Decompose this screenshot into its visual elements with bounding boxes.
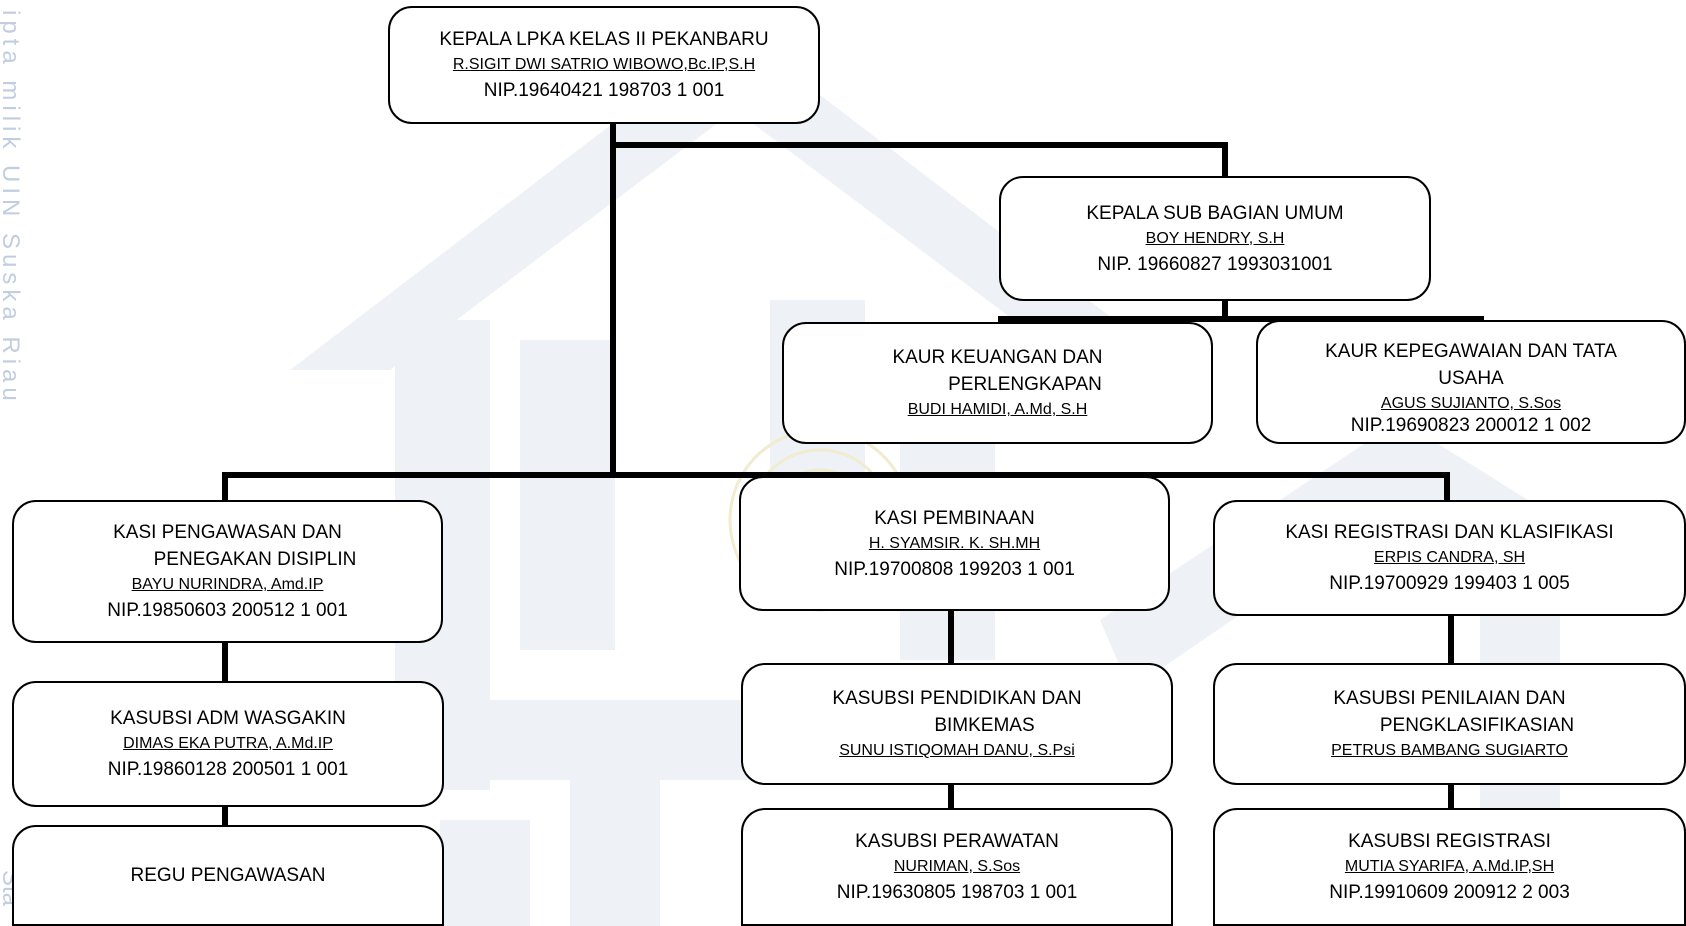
- kasi-pengawasan-box: KASI PENGAWASAN DAN PENEGAKAN DISIPLIN B…: [12, 500, 443, 643]
- kaur-kepegawaian-nip: NIP.19690823 200012 1 002: [1350, 415, 1592, 436]
- head-name: R.SIGIT DWI SATRIO WIBOWO,Bc.IP,S.H: [452, 56, 756, 73]
- kasubsi-perawatan-title: KASUBSI PERAWATAN: [855, 831, 1059, 852]
- kasubsi-registrasi-name: MUTIA SYARIFA, A.Md.IP,SH: [1344, 858, 1555, 875]
- watermark-side-text: ipta milik UIN Suska Riau: [0, 10, 24, 406]
- kasubsi-adm-box: KASUBSI ADM WASGAKIN DIMAS EKA PUTRA, A.…: [12, 681, 444, 807]
- kasubsi-penilaian-title-2: PENGKLASIFIKASIAN: [1379, 715, 1575, 736]
- kasi-pembinaan-nip: NIP.19700808 199203 1 001: [834, 558, 1075, 580]
- kasubsi-pendidikan-title-1: KASUBSI PENDIDIKAN DAN: [832, 688, 1082, 709]
- kaur-keuangan-box: KAUR KEUANGAN DAN PERLENGKAPAN BUDI HAMI…: [782, 322, 1213, 444]
- kasubsi-registrasi-nip: NIP.19910609 200912 2 003: [1329, 882, 1570, 903]
- kaur-keuangan-name: BUDI HAMIDI, A.Md, S.H: [907, 401, 1088, 418]
- head-nip: NIP.19640421 198703 1 001: [483, 80, 725, 101]
- kasubsi-registrasi-box: KASUBSI REGISTRASI MUTIA SYARIFA, A.Md.I…: [1213, 808, 1686, 926]
- kasi-pengawasan-title-2: PENEGAKAN DISIPLIN: [153, 549, 357, 570]
- kasubsi-penilaian-title-1: KASUBSI PENILAIAN DAN: [1333, 688, 1566, 709]
- kasubsi-adm-title: KASUBSI ADM WASGAKIN: [110, 708, 346, 729]
- umum-title: KEPALA SUB BAGIAN UMUM: [1086, 202, 1344, 224]
- kasi-pengawasan-name: BAYU NURINDRA, Amd.IP: [131, 576, 324, 593]
- kasubsi-registrasi-title: KASUBSI REGISTRASI: [1348, 831, 1551, 852]
- kaur-kepegawaian-box: KAUR KEPEGAWAIAN DAN TATA USAHA AGUS SUJ…: [1256, 320, 1686, 444]
- umum-box: KEPALA SUB BAGIAN UMUM BOY HENDRY, S.H N…: [999, 176, 1431, 301]
- kaur-kepegawaian-title-1: KAUR KEPEGAWAIAN DAN TATA: [1325, 341, 1617, 362]
- kasi-pembinaan-name: H. SYAMSIR. K. SH.MH: [868, 534, 1041, 552]
- kasi-pembinaan-title: KASI PEMBINAAN: [874, 507, 1035, 529]
- head-title: KEPALA LPKA KELAS II PEKANBARU: [439, 29, 769, 50]
- kasubsi-adm-nip: NIP.19860128 200501 1 001: [107, 759, 349, 780]
- kasubsi-penilaian-name: PETRUS BAMBANG SUGIARTO: [1331, 742, 1568, 759]
- umum-name: BOY HENDRY, S.H: [1145, 229, 1285, 247]
- kasubsi-perawatan-box: KASUBSI PERAWATAN NURIMAN, S.Sos NIP.196…: [741, 808, 1173, 926]
- kaur-keuangan-title-2: PERLENGKAPAN: [948, 374, 1102, 395]
- kasi-pengawasan-title-1: KASI PENGAWASAN DAN: [113, 522, 342, 543]
- kasi-registrasi-box: KASI REGISTRASI DAN KLASIFIKASI ERPIS CA…: [1213, 500, 1686, 616]
- kaur-kepegawaian-title-2: USAHA: [1438, 368, 1504, 389]
- kasubsi-perawatan-name: NURIMAN, S.Sos: [893, 858, 1021, 875]
- kasi-pembinaan-box: KASI PEMBINAAN H. SYAMSIR. K. SH.MH NIP.…: [739, 476, 1170, 611]
- head-box: KEPALA LPKA KELAS II PEKANBARU R.SIGIT D…: [388, 6, 820, 124]
- kaur-kepegawaian-name: AGUS SUJIANTO, S.Sos: [1380, 395, 1562, 412]
- kasi-pengawasan-nip: NIP.19850603 200512 1 001: [107, 600, 348, 621]
- regu-title: REGU PENGAWASAN: [130, 865, 326, 886]
- kasi-registrasi-title: KASI REGISTRASI DAN KLASIFIKASI: [1285, 522, 1614, 543]
- kasi-registrasi-name: ERPIS CANDRA, SH: [1373, 549, 1526, 566]
- kasubsi-adm-name: DIMAS EKA PUTRA, A.Md.IP: [123, 735, 333, 752]
- regu-box: REGU PENGAWASAN: [12, 825, 444, 926]
- kasubsi-pendidikan-box: KASUBSI PENDIDIKAN DAN BIMKEMAS SUNU IST…: [741, 663, 1173, 785]
- kasubsi-pendidikan-title-2: BIMKEMAS: [934, 715, 1035, 736]
- kasubsi-perawatan-nip: NIP.19630805 198703 1 001: [836, 882, 1078, 903]
- kasi-registrasi-nip: NIP.19700929 199403 1 005: [1329, 573, 1570, 594]
- umum-nip: NIP. 19660827 1993031001: [1097, 253, 1333, 275]
- kasubsi-penilaian-box: KASUBSI PENILAIAN DAN PENGKLASIFIKASIAN …: [1213, 663, 1686, 785]
- kasubsi-pendidikan-name: SUNU ISTIQOMAH DANU, S.Psi: [839, 742, 1075, 759]
- kaur-keuangan-title-1: KAUR KEUANGAN DAN: [892, 347, 1103, 368]
